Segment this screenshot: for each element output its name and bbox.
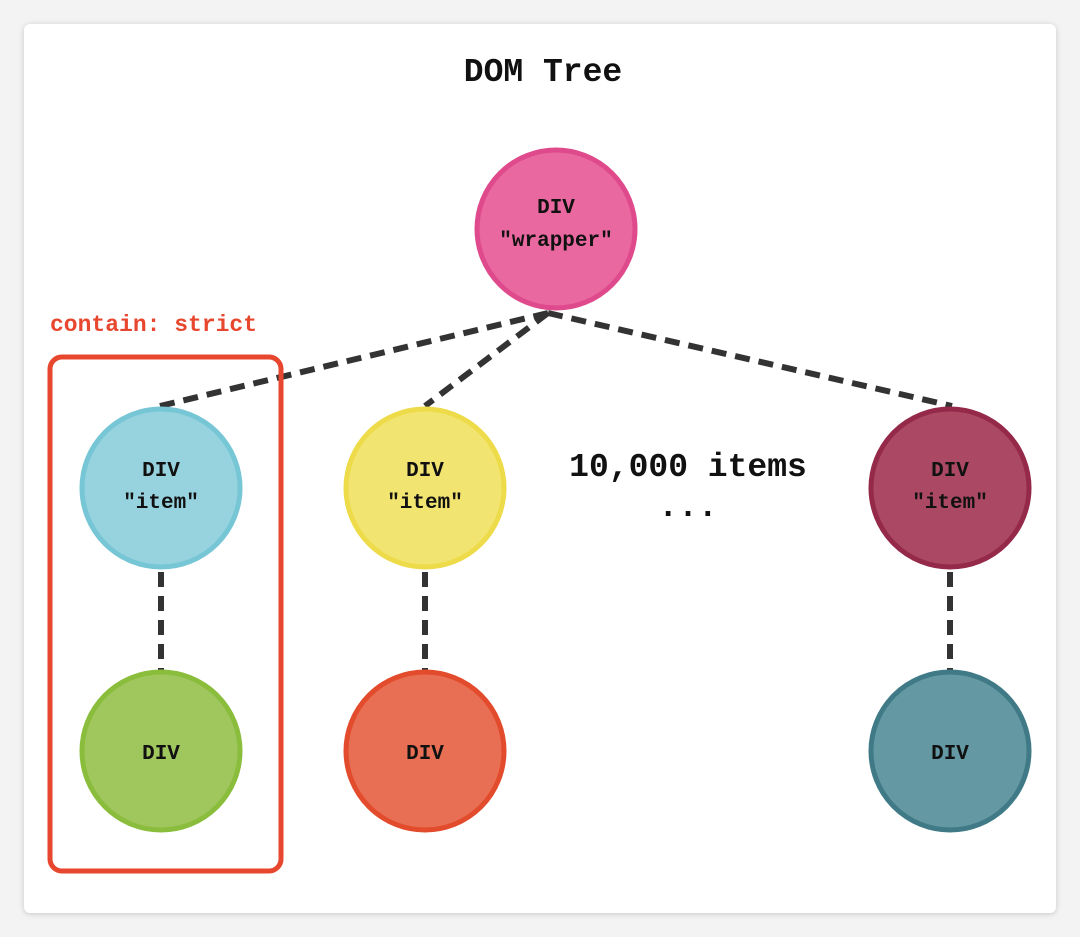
node-child-2-tag: DIV xyxy=(406,743,444,766)
items-count-caption: 10,000 items xyxy=(569,449,807,486)
node-item-3: DIV "item" xyxy=(868,406,1032,570)
node-item-3-class: "item" xyxy=(912,492,988,515)
edge-wrapper-item2 xyxy=(423,310,550,409)
node-child-3: DIV xyxy=(868,669,1032,833)
edge-wrapper-item3 xyxy=(547,310,953,409)
node-item-2: DIV "item" xyxy=(343,406,507,570)
node-wrapper: DIV "wrapper" xyxy=(474,147,638,311)
node-child-2: DIV xyxy=(343,669,507,833)
node-item-2-tag: DIV xyxy=(406,460,444,483)
diagram-title: DOM Tree xyxy=(464,54,622,91)
items-ellipsis: ... xyxy=(658,489,717,526)
node-child-1: DIV xyxy=(79,669,243,833)
node-wrapper-tag: DIV xyxy=(537,197,575,220)
contain-strict-box xyxy=(47,354,284,874)
node-item-1-class: "item" xyxy=(123,492,199,515)
contain-strict-label: contain: strict xyxy=(50,312,257,338)
node-wrapper-class: "wrapper" xyxy=(499,230,612,253)
node-child-1-tag: DIV xyxy=(142,743,180,766)
node-item-2-class: "item" xyxy=(387,492,463,515)
node-item-3-tag: DIV xyxy=(931,460,969,483)
node-item-1-tag: DIV xyxy=(142,460,180,483)
node-item-1: DIV "item" xyxy=(79,406,243,570)
node-child-3-tag: DIV xyxy=(931,743,969,766)
edge-wrapper-item1 xyxy=(159,310,549,409)
